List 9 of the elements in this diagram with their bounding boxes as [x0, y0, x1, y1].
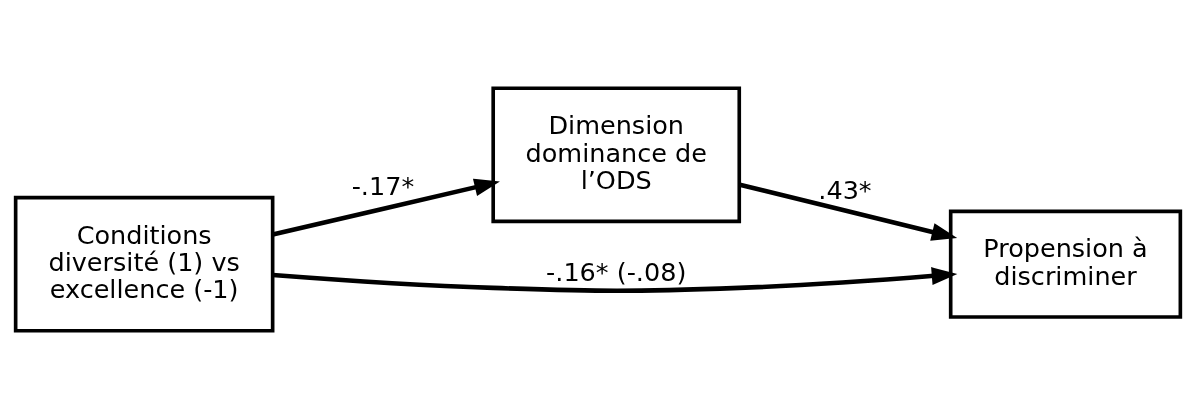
- edge-label: -.16* (-.08): [546, 256, 687, 287]
- node-box: Conditions diversité (1) vs excellence (-1): [13, 195, 275, 333]
- edge-label: -.17*: [351, 170, 415, 201]
- node-box: Propension à discriminer: [948, 209, 1183, 319]
- arrow: [272, 178, 500, 237]
- arrow: [272, 266, 958, 293]
- edge-label: .43*: [818, 174, 872, 205]
- node-box: Dimension dominance de l’ODS: [491, 85, 742, 223]
- arrow: [739, 182, 958, 241]
